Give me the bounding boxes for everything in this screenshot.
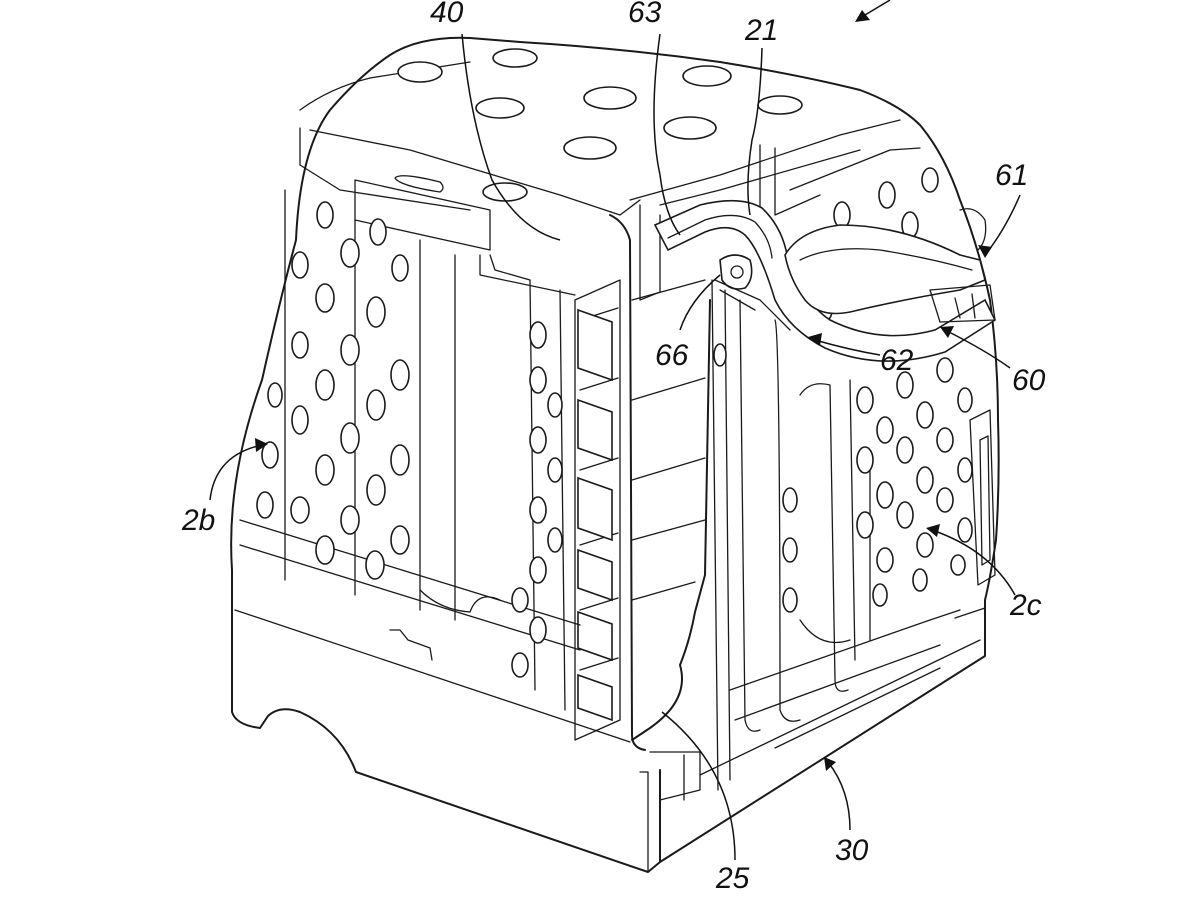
ref-66: 66 bbox=[655, 339, 689, 372]
post-pocket bbox=[577, 673, 613, 722]
ref-40: 40 bbox=[430, 0, 464, 29]
reference-labels: 40 63 21 61 66 62 60 2b 2c 30 25 bbox=[181, 0, 1046, 895]
ref-2c: 2c bbox=[1009, 589, 1042, 622]
ref-21: 21 bbox=[744, 14, 778, 47]
ref-63: 63 bbox=[628, 0, 662, 29]
post-pocket bbox=[577, 548, 613, 602]
ref-62: 62 bbox=[880, 344, 914, 377]
handle-assembly bbox=[653, 199, 997, 362]
ref-2b: 2b bbox=[181, 504, 215, 537]
post-pocket bbox=[577, 398, 613, 462]
left-wall-vents bbox=[256, 201, 410, 580]
top-slot bbox=[492, 48, 538, 68]
ref-30: 30 bbox=[835, 834, 869, 867]
base-tray bbox=[231, 569, 986, 873]
inner-panel-vents bbox=[511, 321, 563, 678]
top-slot bbox=[563, 136, 617, 160]
post-pocket bbox=[577, 610, 613, 662]
top-slot bbox=[663, 116, 717, 140]
post-pocket bbox=[577, 308, 613, 382]
ref-61: 61 bbox=[995, 159, 1028, 192]
top-slot bbox=[475, 97, 525, 119]
post-pocket bbox=[577, 476, 613, 542]
leader-lines bbox=[209, 0, 1021, 861]
top-slot bbox=[682, 65, 732, 87]
top-slot bbox=[397, 61, 443, 83]
strap-loop bbox=[784, 224, 986, 315]
top-slot bbox=[757, 95, 803, 115]
top-slot bbox=[482, 182, 528, 202]
ref-60: 60 bbox=[1012, 364, 1046, 397]
top-slot bbox=[583, 86, 637, 110]
container-body bbox=[230, 36, 1000, 791]
ref-25: 25 bbox=[715, 862, 750, 895]
